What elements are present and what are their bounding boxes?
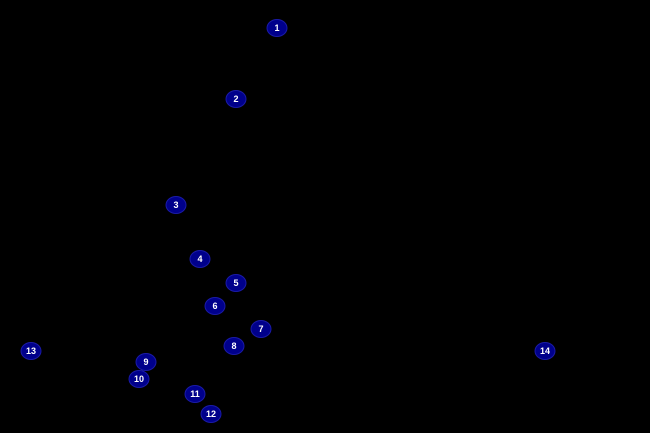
numbered-marker-2[interactable]: 2 [225,90,247,108]
numbered-marker-3[interactable]: 3 [165,196,187,214]
numbered-marker-6[interactable]: 6 [204,297,226,315]
numbered-marker-10[interactable]: 10 [128,370,150,388]
numbered-marker-12[interactable]: 12 [200,405,222,423]
numbered-marker-8[interactable]: 8 [223,337,245,355]
numbered-marker-13[interactable]: 13 [20,342,42,360]
numbered-marker-14[interactable]: 14 [534,342,556,360]
numbered-marker-11[interactable]: 11 [184,385,206,403]
numbered-marker-4[interactable]: 4 [189,250,211,268]
numbered-marker-9[interactable]: 9 [135,353,157,371]
numbered-marker-5[interactable]: 5 [225,274,247,292]
numbered-marker-7[interactable]: 7 [250,320,272,338]
numbered-marker-1[interactable]: 1 [266,19,288,37]
